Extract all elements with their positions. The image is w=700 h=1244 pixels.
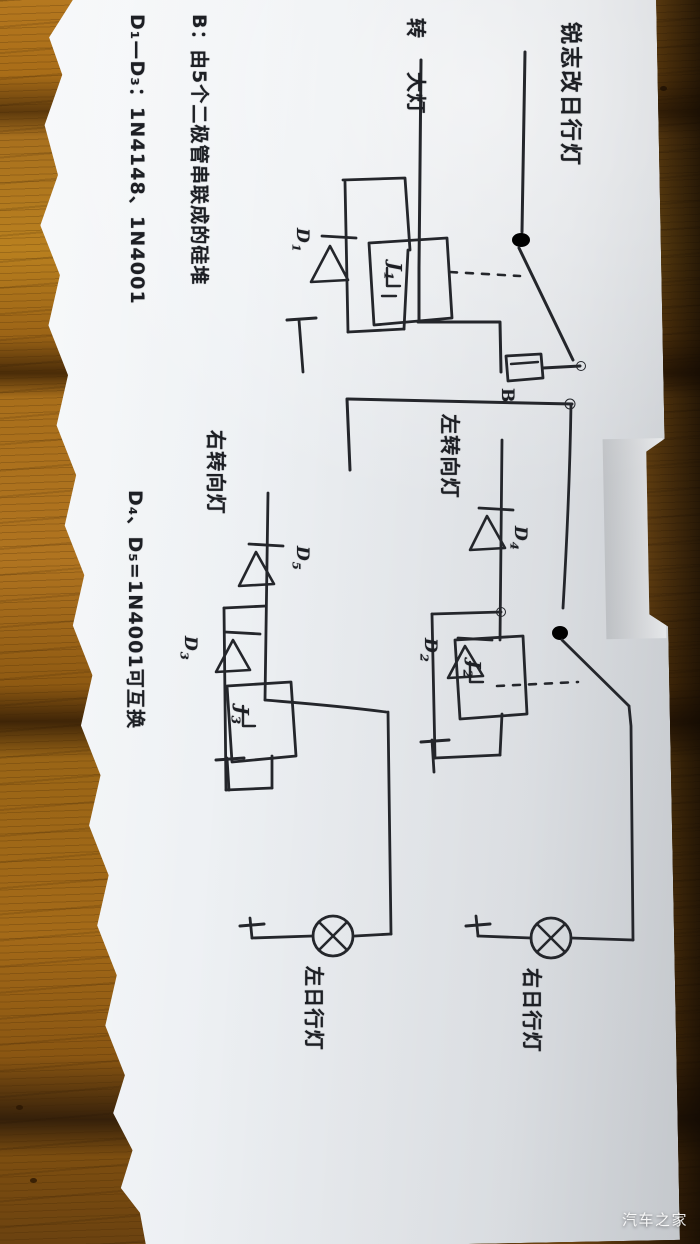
label-j3: J3 [228,706,252,726]
wood-knot [16,1105,23,1110]
label-headlight-source: 大灯 [404,72,428,115]
note-b-diode-stack: B：由5个二极管串联成的硅堆 [188,14,210,286]
label-d2: D2 [417,638,440,663]
note-d4-d5: D₄、D₅=1N4001可互换 [124,490,146,730]
label-left-turn-signal: 左转向灯 [438,414,462,499]
label-lamp-right: 右日行灯 [520,968,544,1053]
label-j2: J2 [460,660,484,680]
label-right-turn-signal: 右转向灯 [204,430,228,515]
label-b-stack: B [497,388,517,404]
label-d5: D5 [289,546,312,571]
wood-knot [30,1178,37,1183]
watermark-autohome: 汽车之家 [621,1211,688,1229]
label-d4: D4 [507,526,530,551]
label-lamp-left: 左日行灯 [302,966,326,1051]
diagram-title: 锐志改日行灯 [557,22,582,168]
label-d1: D1 [289,228,312,253]
label-turn-source: 转 [404,18,428,40]
label-d3: D3 [177,636,200,661]
note-d1-d3: D₁—D₃：1N4148、1N4001 [126,14,148,305]
label-j1: J1 [381,262,405,282]
